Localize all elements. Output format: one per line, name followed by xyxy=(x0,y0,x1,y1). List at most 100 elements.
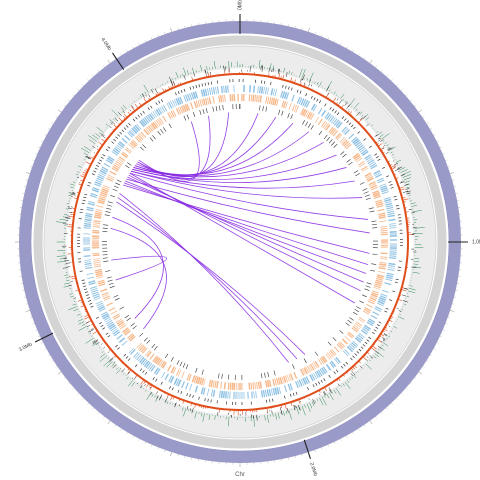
reverse-gene xyxy=(103,297,111,301)
variant-mark xyxy=(99,159,103,162)
ideogram-tick xyxy=(103,416,105,419)
forward-gene xyxy=(130,129,136,135)
gc-skew-bar xyxy=(376,131,379,133)
repeat-mark xyxy=(366,282,372,285)
ideogram-tick xyxy=(103,65,105,68)
gene-density-bar xyxy=(338,378,341,382)
forward-gene xyxy=(111,328,118,333)
ideogram-tick xyxy=(364,424,366,427)
position-marker-tick xyxy=(34,332,54,343)
gc-skew-bar xyxy=(151,393,154,397)
snp-mark xyxy=(399,181,405,184)
variant-mark xyxy=(269,399,271,403)
gc-skew-bar xyxy=(62,216,67,218)
variant-mark xyxy=(316,98,319,102)
snp-mark xyxy=(174,403,176,405)
data-tracks xyxy=(56,60,425,427)
reverse-gene xyxy=(92,229,100,232)
gene-density-bar xyxy=(138,106,141,108)
forward-gene xyxy=(183,95,187,103)
variant-mark xyxy=(348,122,352,126)
variant-mark xyxy=(82,282,86,284)
gc-skew-bar xyxy=(70,183,75,186)
forward-gene xyxy=(110,326,117,332)
variant-mark xyxy=(331,108,335,112)
forward-gene xyxy=(335,356,341,364)
reverse-gene xyxy=(317,359,323,366)
snp-mark xyxy=(129,109,132,112)
ideogram-tick xyxy=(333,40,336,43)
reverse-gene xyxy=(305,110,310,118)
snp-mark xyxy=(378,139,381,142)
forward-gene xyxy=(227,85,229,93)
repeat-mark xyxy=(160,129,164,134)
variant-mark xyxy=(207,82,209,86)
forward-gene xyxy=(95,300,103,305)
gc-skew-bar xyxy=(405,183,410,186)
variant-mark xyxy=(100,324,104,327)
forward-gene xyxy=(112,329,120,335)
snp-mark xyxy=(148,94,151,98)
forward-gene xyxy=(266,389,270,397)
forward-gene xyxy=(181,381,185,389)
forward-gene xyxy=(166,102,171,110)
variant-mark xyxy=(96,164,100,167)
variant-mark xyxy=(310,95,313,99)
forward-gene xyxy=(309,374,314,382)
ideogram-tick xyxy=(44,134,47,136)
reverse-gene xyxy=(375,201,383,205)
forward-gene xyxy=(220,86,224,94)
gene-density-bar xyxy=(278,73,281,79)
gc-skew-bar xyxy=(120,106,125,111)
snp-mark xyxy=(319,393,321,396)
gc-skew-bar xyxy=(342,383,345,387)
gene-density-bar xyxy=(69,215,74,218)
forward-gene xyxy=(258,86,262,94)
forward-gene xyxy=(388,223,396,225)
gene-density-bar xyxy=(401,289,407,292)
link-arc xyxy=(130,170,363,199)
ideogram-tick xyxy=(426,122,429,124)
snp-mark xyxy=(67,207,72,210)
gene-density-bar xyxy=(294,79,296,84)
snp-mark xyxy=(131,105,134,109)
ideogram-tick xyxy=(301,27,303,30)
variant-mark xyxy=(352,355,355,359)
reverse-gene xyxy=(259,381,263,389)
gc-skew-bar xyxy=(200,65,203,72)
gene-density-bar xyxy=(194,403,196,408)
forward-gene xyxy=(96,302,104,307)
snp-mark xyxy=(85,321,89,324)
gc-skew-bar xyxy=(381,133,390,140)
gc-skew-bar xyxy=(272,65,274,71)
gene-density-bar xyxy=(393,310,395,312)
reverse-gene xyxy=(256,94,258,103)
forward-gene xyxy=(150,365,156,372)
gc-skew-bar xyxy=(393,326,398,329)
reverse-gene xyxy=(145,127,151,134)
variant-mark xyxy=(305,93,308,97)
forward-gene xyxy=(175,378,180,386)
gc-skew-bar xyxy=(182,73,184,77)
gc-skew-bar xyxy=(379,134,384,138)
gc-skew-bar xyxy=(80,147,90,154)
gene-density-bar xyxy=(390,315,394,318)
repeat-mark xyxy=(353,170,359,174)
gene-density-bar xyxy=(274,74,276,78)
snp-mark xyxy=(93,339,99,343)
repeat-mark xyxy=(157,131,161,136)
forward-gene xyxy=(92,293,100,297)
reverse-gene xyxy=(313,362,318,369)
gene-density-bar xyxy=(172,396,175,400)
reverse-gene xyxy=(107,174,115,179)
gc-skew-bar xyxy=(406,295,410,298)
reverse-gene xyxy=(95,274,104,278)
forward-gene xyxy=(212,87,216,95)
position-marker-label: 1.0Mb xyxy=(472,240,480,246)
gc-skew-bar xyxy=(88,330,90,332)
forward-gene xyxy=(373,170,381,175)
gene-density-bar xyxy=(347,370,349,372)
forward-gene xyxy=(388,218,396,222)
gene-density-bar xyxy=(284,403,287,410)
variant-mark xyxy=(192,85,195,89)
